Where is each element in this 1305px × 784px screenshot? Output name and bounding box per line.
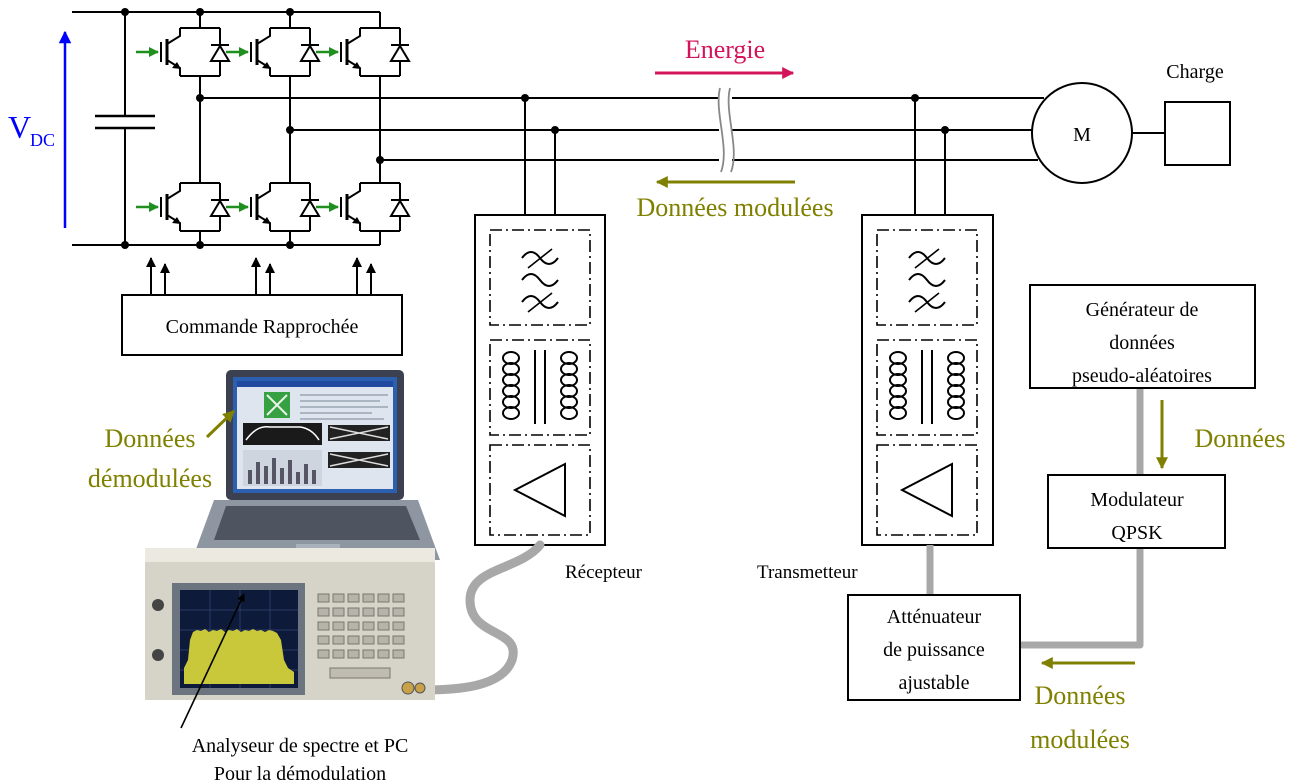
- generator-label-line3: pseudo-aléatoires: [1072, 365, 1212, 387]
- modulated-data-label-bottom-line2: modulées: [1030, 725, 1130, 754]
- modulator-box: [1047, 474, 1226, 549]
- cable-break-mark: [717, 87, 735, 173]
- gate-driver-label: Commande Rapprochée: [166, 316, 359, 338]
- attenuator-label-line1: Atténuateur: [887, 606, 982, 628]
- laptop-photo: [192, 370, 440, 560]
- connector-icon: [401, 681, 415, 695]
- modulator-label-line2: QPSK: [1111, 522, 1163, 544]
- cable-modulator-to-attenuator: [1020, 548, 1144, 649]
- receiver-coax-cable: [417, 540, 545, 695]
- igbt-icon: [136, 183, 229, 231]
- modulated-data-label-top: Données modulées: [636, 193, 833, 222]
- modulated-data-label-bottom-line1: Données: [1035, 681, 1126, 710]
- attenuator-label-line2: de puissance: [883, 639, 985, 661]
- igbt-icon: [316, 28, 409, 76]
- generator-box: [1029, 284, 1256, 389]
- energy-label: Energie: [685, 35, 765, 64]
- motor-label: M: [1073, 124, 1091, 146]
- capacitor-icon: [95, 12, 155, 245]
- generator-label-line1: Générateur de: [1086, 299, 1199, 321]
- attenuator-box: [847, 594, 1021, 701]
- motor-icon: M: [1031, 82, 1133, 184]
- igbt-icon: [226, 28, 319, 76]
- analyzer-pointer-arrow: [180, 593, 245, 729]
- transmitter-label: Transmetteur: [757, 562, 858, 583]
- igbt-icon: [136, 28, 229, 76]
- vdc-subscript: DC: [30, 130, 55, 150]
- generator-label-line2: données: [1109, 332, 1175, 354]
- load-label: Charge: [1166, 61, 1224, 83]
- receiver-coupler: Récepteur: [474, 94, 643, 583]
- data-label: Données: [1195, 424, 1286, 453]
- transmitter-coupler: Transmetteur: [757, 94, 994, 583]
- gate-driver: Commande Rapprochée: [121, 257, 403, 356]
- demodulated-data-label-line2: démodulées: [88, 464, 212, 493]
- junction-nodes: [121, 8, 384, 249]
- receiver-label: Récepteur: [565, 562, 643, 583]
- igbt-icon: [316, 183, 409, 231]
- knob-icon: [152, 599, 164, 611]
- igbt-icon: [226, 183, 319, 231]
- connector-icon: [414, 682, 426, 694]
- gate-signal-arrows: [146, 257, 376, 295]
- analyzer-caption-line1: Analyseur de spectre et PC: [192, 735, 409, 757]
- knob-icon: [152, 649, 164, 661]
- spectrum-trace: [184, 629, 294, 684]
- spectrum-analyzer-photo: [145, 548, 435, 700]
- analyzer-caption-line2: Pour la démodulation: [214, 763, 386, 784]
- demodulated-data-label-line1: Données: [105, 424, 196, 453]
- vdc-label: V: [8, 109, 31, 145]
- demodulated-data-arrow: [205, 409, 236, 439]
- inverter: V DC: [8, 8, 409, 249]
- power-cable: [200, 87, 1044, 173]
- load-box: [1164, 101, 1231, 166]
- attenuator-label-line3: ajustable: [898, 672, 969, 694]
- modulator-label-line1: Modulateur: [1090, 489, 1184, 511]
- gate-driver-box: [121, 294, 403, 356]
